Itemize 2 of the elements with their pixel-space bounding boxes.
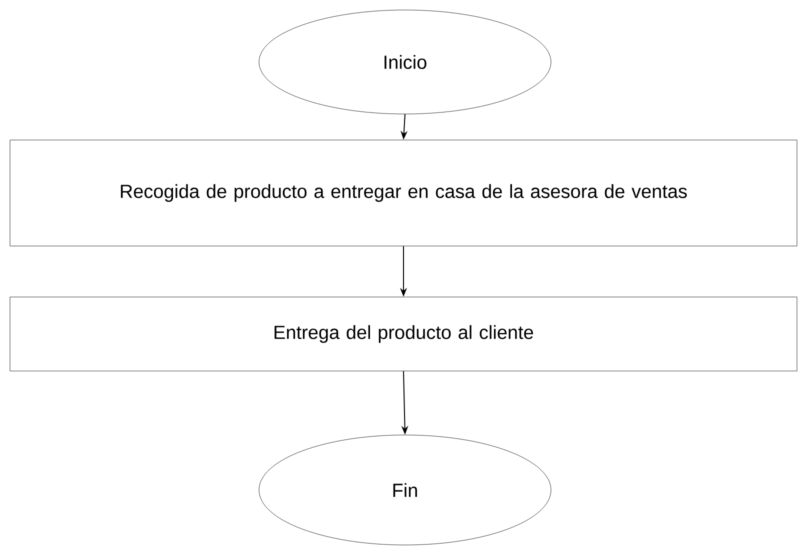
process-box: Entrega del producto al cliente — [10, 296, 798, 372]
process-box: Recogida de producto a entregar en casa de la asesora de ventas — [10, 140, 798, 246]
